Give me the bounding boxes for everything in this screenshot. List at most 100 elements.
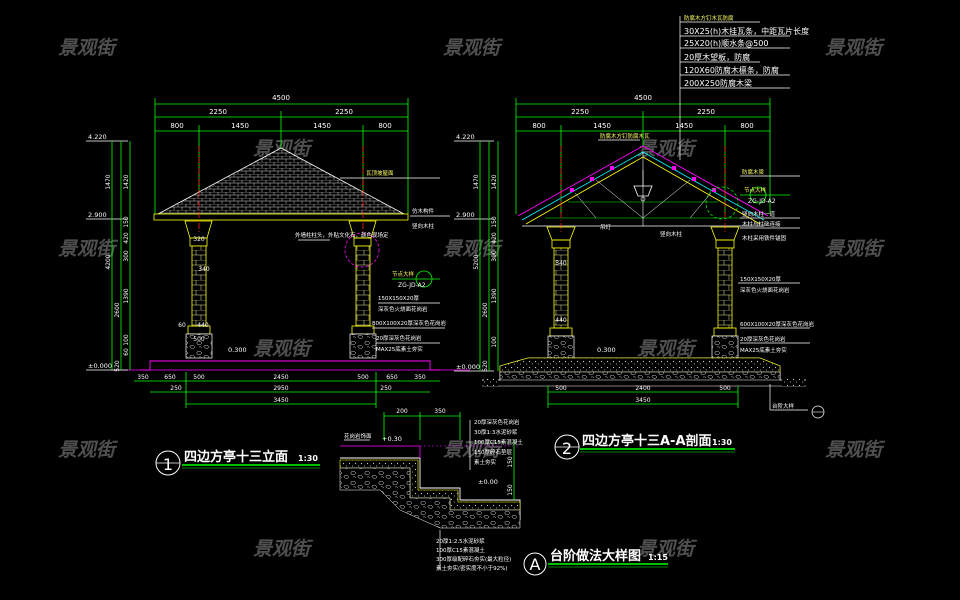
side-dim: 4200 [105, 254, 112, 269]
note: 竖向木柱 [412, 222, 435, 230]
dim-half: 2250 [697, 108, 715, 116]
level-mark: 2.900 [88, 211, 107, 219]
detail-dim: 350 [434, 408, 446, 415]
side-dim: 1470 [473, 174, 480, 189]
note: 仿木构件 [412, 207, 435, 215]
detail-bottom-note: 素土夯实(密实度不小于92%) [436, 564, 508, 572]
note: 防腐木方钉防腐木瓦 [600, 132, 650, 140]
side-dim: 520 [114, 360, 121, 372]
detail-scale: 1:15 [648, 553, 668, 562]
dim-half: 2250 [209, 108, 227, 116]
dim-half: 2250 [571, 108, 589, 116]
drawing-scale: 1:30 [298, 454, 318, 463]
pillar-dim: 60 [178, 322, 186, 329]
dim-part: 1450 [313, 122, 331, 130]
level-mark: ±0.000 [456, 363, 480, 371]
side-dim: 150 [123, 216, 130, 228]
bottom-dim: 350 [137, 374, 149, 381]
dim-part: 1450 [593, 122, 611, 130]
dim-overall: 4500 [272, 94, 290, 102]
side-dim: 1420 [491, 174, 498, 189]
note: 防腐木梁 [742, 168, 765, 176]
pillar-dim: 320 [193, 236, 205, 243]
note: 外墙柱柱头，外贴文化石，颜色现场定 [295, 231, 389, 239]
drawing-number: 1 [163, 455, 173, 474]
left-bottom-dimensions: 350 650 500 2450 500 650 350 250 2950 25… [134, 372, 440, 408]
detail-bottom-note: 100厚C15素混凝土 [436, 546, 485, 554]
watermark: 景观街 [58, 37, 119, 59]
bottom-dim: 650 [164, 374, 176, 381]
detail-note: 花岗岩饰面 [344, 432, 372, 440]
right-side-dimensions: 1470 1420 150 420 300 5200 1390 2600 100… [473, 141, 499, 372]
side-dim: 420 [123, 232, 130, 244]
bottom-dim: 500 [719, 385, 731, 392]
note: 20厚深灰色花岗岩 [376, 334, 422, 342]
left-notes: 瓦顶坡屋面 仿木构件 竖向木柱 外墙柱柱头，外贴文化石，颜色现场定 150X15… [295, 169, 450, 353]
detail-circle [344, 232, 380, 268]
hanging-lamp-icon [633, 185, 653, 197]
note: 150X150X20厚 [378, 295, 420, 302]
bottom-dim-overall: 3450 [273, 397, 288, 404]
bottom-dim: 500 [193, 374, 205, 381]
note: 瓦顶坡屋面 [366, 169, 394, 177]
detail-level: +0.30 [382, 435, 402, 443]
roof-note: 20厚木望板，防腐 [684, 52, 750, 62]
watermark: 景观街 [443, 439, 504, 461]
detail-side-dim: 150 [507, 456, 514, 468]
drawing-scale: 1:30 [712, 438, 732, 447]
side-dim: 1470 [105, 174, 112, 189]
side-dim: 60 [123, 348, 130, 356]
detail-title: A 台阶做法大样图 1:15 [523, 548, 668, 576]
dim-part: 800 [170, 122, 183, 130]
detail-note: 20厚深灰色花岗岩 [474, 418, 520, 426]
side-dim: 2600 [482, 302, 489, 317]
note: 竖向木柱一道 [742, 210, 776, 218]
left-elevation: 4500 2250 2250 800 1450 1450 800 [86, 94, 470, 476]
pillar-dim: 500 [193, 336, 205, 343]
note: MAX25底素土夯实 [740, 346, 787, 354]
watermarks: 景观街 景观街 景观街 景观街 景观街 景观街 景观街 景观街 景观街 景观街 … [58, 37, 886, 560]
bottom-dim: 2950 [273, 385, 288, 392]
step-detail: 200 350 +0.30 ±0.00 150 150 20厚深灰色花岗岩 30… [339, 408, 668, 576]
note: 吊灯 [600, 223, 612, 231]
bottom-dim: 500 [357, 374, 369, 381]
left-top-dimensions: 4500 2250 2250 800 1450 1450 800 [154, 94, 409, 214]
right-levels: 4.220 2.900 ±0.000 0.300 [454, 133, 616, 372]
left-column-b [348, 220, 377, 359]
watermark: 景观街 [253, 338, 314, 360]
dim-part: 800 [740, 122, 753, 130]
dim-part: 1450 [231, 122, 249, 130]
dim-part: 1450 [675, 122, 693, 130]
note: 木柱采用铁件锚固 [742, 234, 787, 242]
left-title: 1 四边方亭十三立面 1:30 [155, 449, 320, 476]
bottom-dim: 650 [386, 374, 398, 381]
note: 600X100X20厚深灰色花岗岩 [740, 320, 815, 328]
detail-note: 100厚C15素混凝土 [474, 438, 523, 446]
right-column-b [710, 226, 740, 359]
watermark: 景观街 [825, 238, 886, 260]
dim-overall: 4500 [634, 94, 652, 102]
roof-fascia [153, 213, 409, 221]
roof-note: 防腐木方钉木瓦防腐 [684, 14, 734, 22]
right-notes: 防腐木方钉防腐木瓦 防腐木梁 节点大样 ZG-JD-A2 竖向木柱一道 木柱与柱… [598, 132, 825, 419]
watermark: 景观街 [637, 338, 698, 360]
callout-top: 节点大样 [744, 186, 767, 194]
watermark: 景观街 [253, 538, 314, 560]
dim-half: 2250 [335, 108, 353, 116]
pillar-dim: 340 [198, 266, 210, 273]
pillar-dim: 440 [555, 317, 567, 324]
level-mark: 4.220 [456, 133, 475, 141]
ground-step [140, 360, 440, 371]
drawing-number: 2 [562, 439, 572, 458]
dim-part: 800 [532, 122, 545, 130]
detail-bottom-note: 300厚级配碎石夯实(最大粒径) [436, 555, 511, 563]
side-dim: 520 [482, 360, 489, 372]
level-mark: 4.220 [88, 133, 107, 141]
side-dim: 2600 [114, 302, 121, 317]
right-top-dimensions: 4500 2250 2250 800 1450 1450 800 [515, 94, 771, 214]
detail-letter: A [530, 555, 541, 574]
level-mark: 0.300 [228, 346, 247, 354]
right-title: 2 四边方亭十三A-A剖面 1:30 [554, 433, 735, 460]
watermark: 景观街 [443, 37, 504, 59]
